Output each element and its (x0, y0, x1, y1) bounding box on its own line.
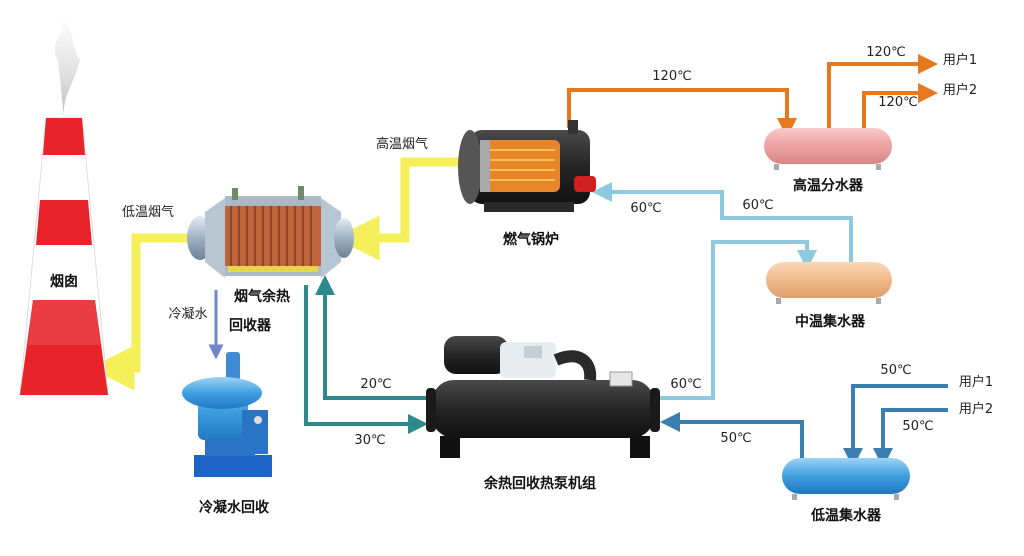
high-temp-flue-pipe (334, 157, 462, 261)
temp-60-mid-label: 60℃ (742, 198, 773, 213)
condensate-recovery-label: 冷凝水回收 (199, 499, 270, 516)
condensate-label: 冷凝水 (168, 306, 207, 322)
temp-50-pump-label: 50℃ (720, 431, 751, 446)
user1-top-label: 用户1 (943, 52, 977, 68)
heat-recovery-label-line2: 回收器 (229, 317, 272, 334)
gas-boiler (458, 120, 596, 212)
warm-water-60-to-boiler-pipe (592, 182, 853, 262)
temp-120-boiler-label: 120℃ (652, 69, 691, 84)
temp-120-user1-label: 120℃ (866, 45, 905, 60)
low-temp-collector (782, 458, 910, 500)
warm-water-60-from-pump-pipe (656, 240, 817, 400)
temp-60-pump-label: 60℃ (670, 377, 701, 392)
high-temp-flue-label: 高温烟气 (376, 136, 428, 152)
cool-water-50-to-pump-pipe (660, 412, 804, 462)
condensate-recovery-unit (182, 352, 272, 477)
cool-water-user2-return-pipe (873, 408, 948, 468)
heat-recovery-label-line1: 烟气余热 (234, 288, 290, 305)
heat-pump-label: 余热回收热泵机组 (483, 475, 596, 492)
temp-60-boiler-label: 60℃ (630, 201, 661, 216)
user2-top-label: 用户2 (943, 82, 977, 98)
temp-20-label: 20℃ (360, 377, 391, 392)
user1-bottom-label: 用户1 (959, 374, 993, 390)
hot-water-user1-pipe (827, 54, 938, 128)
loop-water-30-pipe (304, 285, 428, 434)
mid-temp-collector-label: 中温集水器 (795, 313, 866, 330)
chimney-label: 烟囱 (50, 273, 78, 290)
hot-water-120-pipe (567, 88, 797, 138)
gas-boiler-label: 燃气锅炉 (503, 231, 559, 248)
temp-120-user2-label: 120℃ (878, 95, 917, 110)
temp-50-user2-label: 50℃ (902, 419, 933, 434)
low-temp-flue-label: 低温烟气 (122, 204, 174, 220)
temp-30-label: 30℃ (354, 433, 385, 448)
chimney: 烟囱 (19, 18, 109, 396)
high-temp-distributor (764, 128, 892, 170)
loop-water-20-pipe (315, 275, 428, 400)
mid-temp-collector (766, 262, 892, 304)
temp-50-user1-label: 50℃ (880, 363, 911, 378)
cool-water-user1-return-pipe (843, 384, 948, 468)
hot-water-user2-pipe (862, 83, 938, 128)
high-temp-distributor-label: 高温分水器 (793, 177, 864, 194)
smoke (54, 18, 80, 118)
flue-gas-heat-recovery-unit (187, 186, 354, 278)
low-temp-flue-pipe (89, 233, 192, 391)
heat-pump-unit (426, 336, 660, 458)
low-temp-collector-label: 低温集水器 (810, 507, 882, 524)
user2-bottom-label: 用户2 (959, 401, 993, 417)
